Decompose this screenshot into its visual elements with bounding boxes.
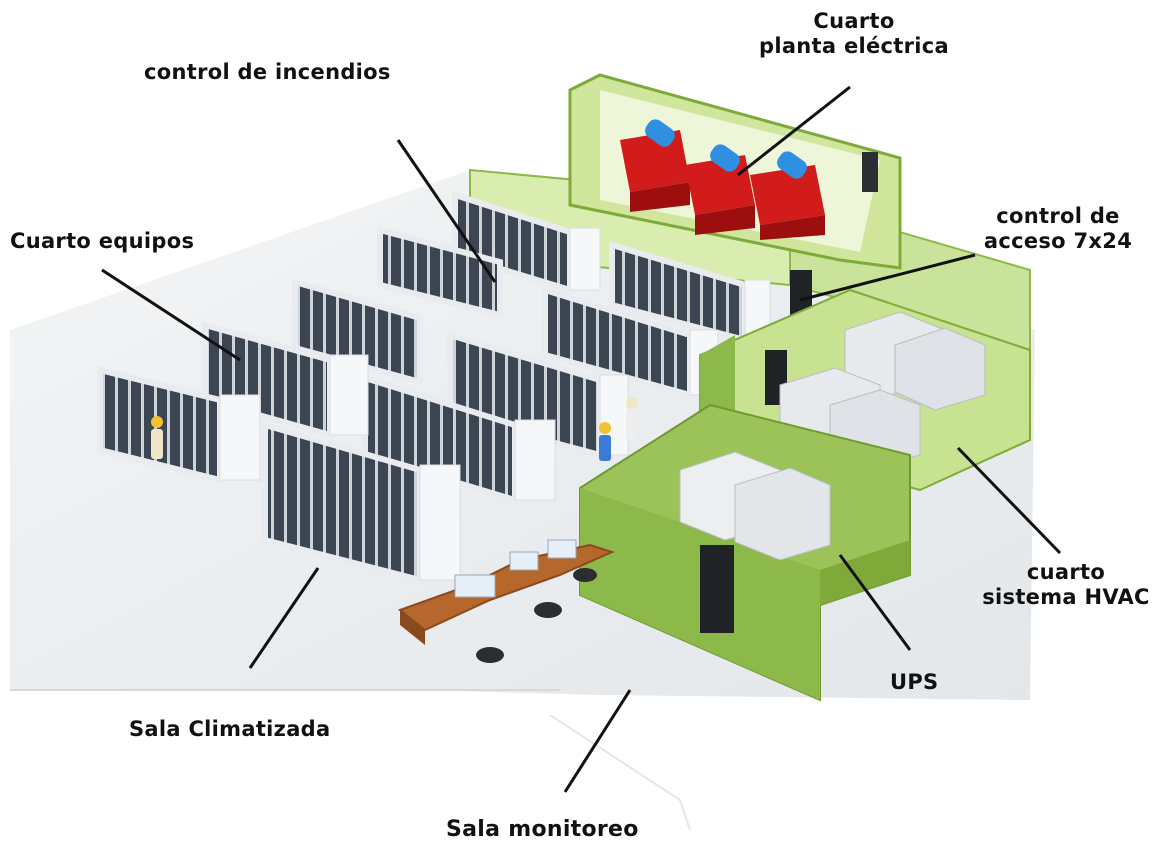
- generator-1: [620, 119, 690, 212]
- label-cuarto-hvac-line2: sistema HVAC: [982, 585, 1150, 609]
- leader-lines: [101, 85, 1062, 793]
- label-control-incendios: control de incendios: [144, 60, 391, 84]
- label-control-acceso-line1: control de: [996, 204, 1120, 228]
- label-cuarto-hvac-line1: cuarto: [1026, 560, 1106, 584]
- label-cuarto-equipos: Cuarto equipos: [10, 229, 195, 253]
- leader-equipos: [101, 268, 241, 362]
- label-cuarto-planta: Cuarto planta eléctrica: [734, 9, 974, 59]
- rack-rows: [97, 190, 771, 584]
- ups-room-door: [700, 545, 734, 633]
- label-control-acceso: control de acceso 7x24: [968, 204, 1148, 254]
- label-cuarto-hvac: cuarto sistema HVAC: [968, 560, 1164, 610]
- label-sala-climatizada: Sala Climatizada: [129, 717, 331, 741]
- ups-units: [679, 451, 831, 561]
- label-cuarto-planta-line1: Cuarto: [813, 9, 895, 33]
- generator-3: [750, 151, 825, 240]
- leader-climatizada: [248, 567, 320, 669]
- leader-planta: [737, 85, 851, 177]
- leader-incendios: [396, 139, 497, 283]
- technicians: [151, 397, 638, 461]
- ups-room: [579, 403, 911, 702]
- label-sala-monitoreo: Sala monitoreo: [446, 817, 639, 842]
- generator-2: [685, 144, 755, 235]
- monitoring-desk: [397, 539, 615, 663]
- leader-ups: [838, 554, 912, 651]
- label-ups: UPS: [890, 670, 939, 694]
- label-control-acceso-line2: acceso 7x24: [983, 229, 1133, 253]
- leader-acceso: [799, 253, 976, 302]
- generator-room: [568, 73, 902, 270]
- label-cuarto-planta-line2: planta eléctrica: [758, 34, 950, 58]
- leader-hvac: [956, 446, 1062, 555]
- leader-monitoreo: [563, 689, 632, 793]
